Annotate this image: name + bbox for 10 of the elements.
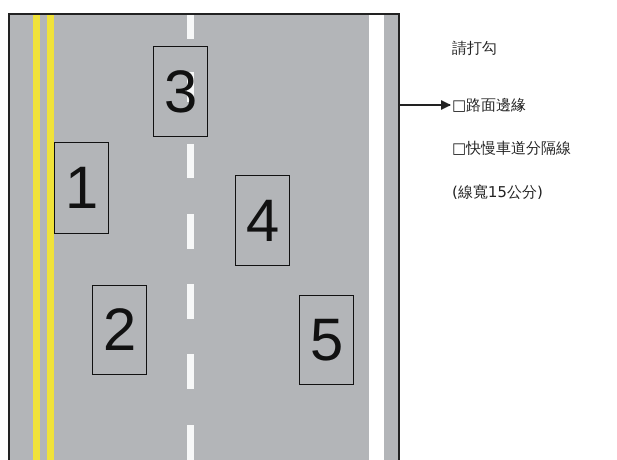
arrow <box>400 100 451 110</box>
option-text: □快慢車道分隔線 <box>452 138 572 158</box>
option-text: □路面邊緣 <box>452 95 602 115</box>
number-box: 2 <box>92 285 147 375</box>
number-box: 4 <box>235 175 290 266</box>
number-box: 5 <box>299 295 354 385</box>
note-text: (線寬15公分) <box>452 182 543 202</box>
number-box: 3 <box>153 46 208 137</box>
number-box: 1 <box>54 142 109 234</box>
instruction-text: 請打勾 <box>452 38 497 58</box>
